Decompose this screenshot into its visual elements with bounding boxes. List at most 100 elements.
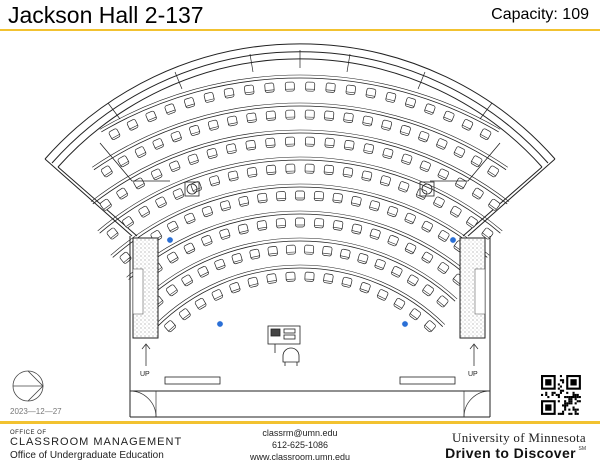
seat bbox=[369, 200, 381, 212]
seat bbox=[472, 187, 484, 200]
seat bbox=[359, 282, 371, 294]
seat bbox=[393, 298, 406, 310]
tagline-servicemark: SM bbox=[578, 446, 587, 452]
seat bbox=[108, 128, 121, 140]
desk-row-7 bbox=[144, 240, 456, 302]
seat bbox=[449, 205, 462, 218]
side-platforms bbox=[99, 142, 501, 197]
seat bbox=[385, 92, 397, 103]
seat bbox=[488, 198, 500, 211]
seat bbox=[285, 136, 296, 147]
seat bbox=[155, 196, 167, 209]
seat bbox=[437, 168, 450, 180]
seat bbox=[405, 97, 416, 109]
seat bbox=[404, 242, 417, 255]
contact-email[interactable]: classrm@umn.edu bbox=[262, 428, 338, 438]
seat bbox=[363, 143, 375, 155]
left-floor-panel bbox=[132, 268, 144, 315]
seat bbox=[201, 235, 213, 247]
seat bbox=[332, 220, 344, 231]
seat bbox=[237, 223, 249, 235]
desk-row-2 bbox=[93, 105, 507, 171]
seat bbox=[122, 216, 134, 228]
seat bbox=[231, 253, 243, 265]
footer-accent-bar bbox=[0, 421, 600, 424]
seat bbox=[164, 103, 176, 115]
seat bbox=[246, 112, 257, 123]
stair-arrows bbox=[141, 343, 479, 366]
seat bbox=[487, 165, 500, 178]
seat bbox=[341, 276, 353, 288]
seat bbox=[436, 295, 449, 308]
seat bbox=[437, 230, 450, 242]
seat bbox=[461, 119, 474, 131]
seat bbox=[138, 205, 151, 218]
seat bbox=[211, 289, 224, 301]
seat bbox=[361, 170, 373, 182]
seat bbox=[184, 97, 195, 109]
seat bbox=[332, 192, 343, 204]
seat bbox=[324, 137, 335, 148]
seat bbox=[169, 160, 181, 172]
seat bbox=[227, 115, 238, 127]
seat bbox=[267, 246, 278, 257]
seat bbox=[374, 258, 386, 271]
seat bbox=[187, 153, 199, 165]
seat bbox=[409, 308, 422, 321]
seat bbox=[344, 140, 355, 151]
seat bbox=[219, 228, 231, 240]
lectern bbox=[267, 325, 301, 353]
seat bbox=[322, 246, 333, 257]
desk-edge-3 bbox=[90, 129, 510, 202]
university-logo-text: University of Minnesota bbox=[452, 430, 586, 445]
upper-wall-panels bbox=[107, 50, 493, 120]
seat bbox=[407, 274, 419, 287]
seat bbox=[342, 167, 354, 178]
seat bbox=[398, 181, 410, 193]
seat bbox=[134, 146, 147, 158]
seat bbox=[381, 119, 393, 131]
seat bbox=[197, 266, 209, 278]
seat bbox=[323, 273, 334, 284]
desk-row-4 bbox=[99, 159, 501, 234]
desk-edge-4 bbox=[97, 156, 503, 232]
seat bbox=[285, 109, 296, 120]
seat bbox=[166, 251, 179, 264]
seat bbox=[209, 175, 221, 187]
seat bbox=[369, 228, 381, 240]
seating-floor-plan: UP UP bbox=[12, 43, 583, 418]
seat bbox=[227, 170, 239, 182]
seat bbox=[362, 115, 373, 127]
seat bbox=[164, 320, 176, 333]
seat bbox=[304, 136, 315, 147]
seat bbox=[436, 138, 448, 150]
seat bbox=[166, 284, 178, 297]
desk-edge-5 bbox=[110, 183, 490, 256]
office-subtitle: Office of Undergraduate Education bbox=[10, 450, 164, 461]
front-benches bbox=[164, 376, 456, 385]
seat bbox=[350, 196, 362, 207]
seat bbox=[189, 124, 201, 136]
outer-walls bbox=[44, 43, 556, 237]
seat bbox=[415, 188, 428, 200]
seat bbox=[323, 164, 334, 175]
contact-website[interactable]: www.classroom.umn.edu bbox=[249, 452, 351, 462]
seat bbox=[181, 274, 193, 287]
seat bbox=[266, 164, 277, 175]
seat bbox=[295, 217, 305, 228]
office-name: CLASSROOM MANAGEMENT bbox=[10, 436, 183, 448]
seat bbox=[170, 131, 182, 143]
seat bbox=[247, 276, 259, 288]
seat bbox=[470, 155, 483, 168]
desk-edge-1 bbox=[99, 74, 501, 130]
desk-edge-2 bbox=[92, 102, 508, 168]
desk-row-8 bbox=[156, 267, 444, 327]
seat bbox=[404, 212, 416, 225]
seat bbox=[119, 251, 132, 264]
seat bbox=[345, 84, 356, 96]
seat bbox=[466, 216, 478, 228]
seat bbox=[401, 153, 413, 165]
seat bbox=[183, 242, 196, 255]
accessible-seat-icon bbox=[166, 236, 174, 244]
desk-edge-7 bbox=[142, 237, 458, 300]
